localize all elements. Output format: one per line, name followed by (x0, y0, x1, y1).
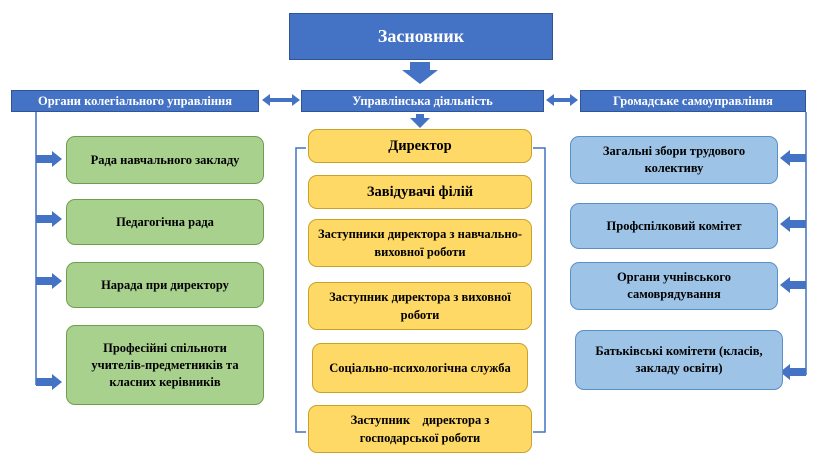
collegial-body-label: Нарада при директору (101, 277, 229, 292)
collegial-body-box[interactable]: Професійні спільноти учителів-предметник… (66, 325, 264, 405)
management-box[interactable]: Соціально-психологічна служба (312, 343, 528, 393)
header-self-government[interactable]: Громадське самоуправління (580, 90, 806, 112)
management-label: Директор (388, 138, 452, 154)
left-arrow-2 (36, 211, 62, 227)
right-arrow-3 (780, 277, 806, 293)
header-collegial-bodies[interactable]: Органи колегіального управління (11, 90, 259, 112)
right-double-arrow (546, 94, 578, 106)
management-box[interactable]: Заступник директора з господарської робо… (308, 405, 532, 453)
collegial-body-box[interactable]: Нарада при директору (66, 262, 264, 308)
self-government-label: Загальні збори трудового колективу (602, 144, 746, 175)
collegial-body-label: Професійні спільноти учителів-предметник… (91, 340, 239, 389)
collegial-body-box[interactable]: Рада навчального закладу (66, 136, 264, 184)
self-government-box[interactable]: Профспілковий комітет (570, 203, 778, 249)
header-management-label: Управлінська діяльність (352, 93, 493, 108)
management-box[interactable]: Заступник директора з виховної роботи (308, 282, 532, 330)
left-double-arrow (262, 94, 300, 106)
founder-down-arrow (402, 62, 438, 84)
founder-box[interactable]: Засновник (289, 13, 553, 60)
management-box-director[interactable]: Директор (308, 129, 532, 163)
management-box[interactable]: Завідувачі філій (308, 175, 532, 209)
self-government-box[interactable]: Загальні збори трудового колективу (570, 136, 778, 184)
management-label: Заступники директора з навчально-виховно… (317, 227, 523, 259)
management-label: Заступник директора з виховної роботи (329, 290, 511, 322)
header-management[interactable]: Управлінська діяльність (301, 90, 544, 112)
left-arrow-1 (36, 151, 62, 167)
right-arrow-1 (780, 150, 806, 166)
right-arrow-4 (780, 364, 806, 380)
collegial-body-label: Рада навчального закладу (90, 152, 240, 167)
collegial-body-label: Педагогічна рада (116, 214, 214, 229)
management-label: Соціально-психологічна служба (329, 361, 511, 375)
self-government-label: Батьківські комітети (класів, закладу ос… (595, 344, 763, 375)
right-arrow-2 (780, 216, 806, 232)
center-right-bracket (533, 147, 546, 433)
self-government-label: Профспілковий комітет (606, 218, 742, 233)
center-left-bracket (295, 147, 306, 433)
center-down-arrow (410, 114, 430, 128)
header-collegial-label: Органи колегіального управління (37, 93, 233, 108)
self-government-label: Органи учнівського самоврядування (616, 270, 732, 301)
management-box[interactable]: Заступники директора з навчально-виховно… (308, 219, 532, 267)
management-label: Заступник директора з господарської робо… (350, 413, 493, 445)
founder-label: Засновник (377, 26, 465, 46)
self-government-box[interactable]: Органи учнівського самоврядування (570, 262, 778, 310)
self-government-box[interactable]: Батьківські комітети (класів, закладу ос… (575, 330, 783, 390)
left-arrow-3 (36, 273, 62, 289)
header-self-government-label: Громадське самоуправління (613, 93, 773, 108)
management-label: Завідувачі філій (366, 184, 474, 200)
left-arrow-4 (36, 374, 62, 390)
collegial-body-box[interactable]: Педагогічна рада (66, 199, 264, 245)
